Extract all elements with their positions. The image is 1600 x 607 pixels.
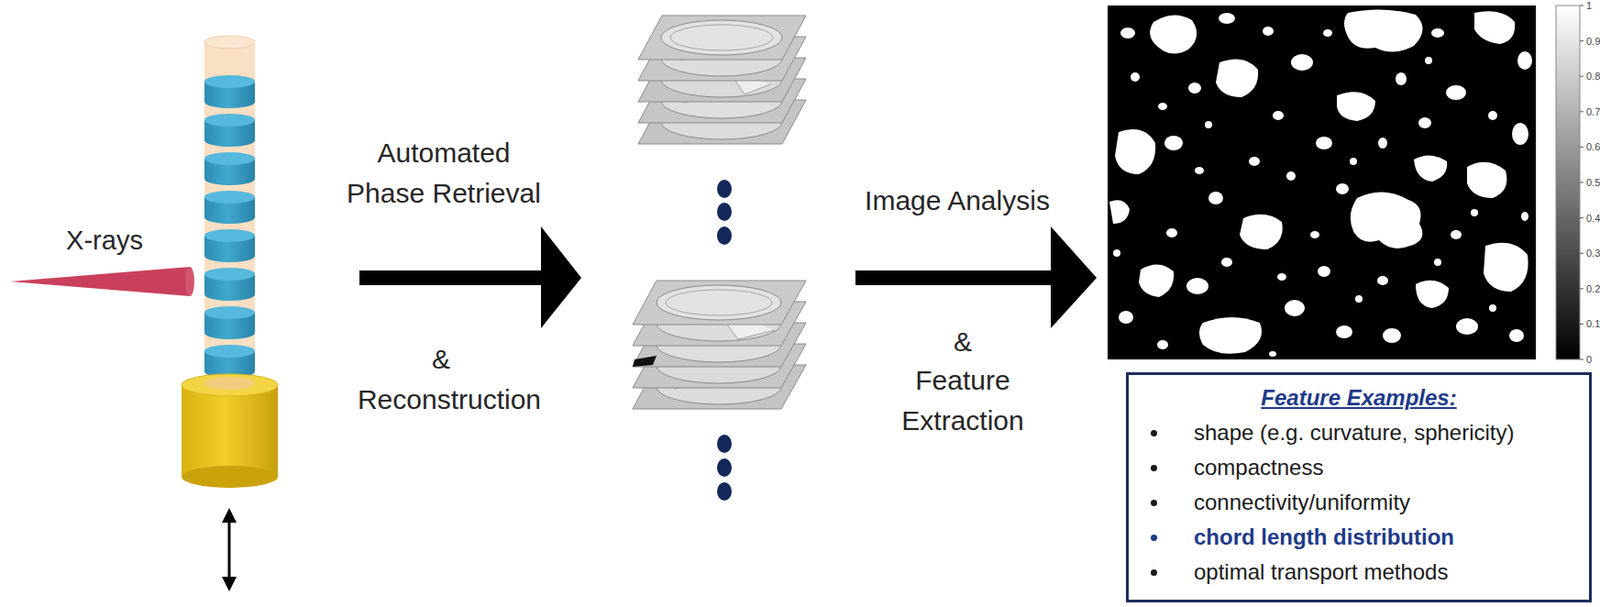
tick-label: 0.3 xyxy=(1586,247,1600,259)
process-label: & xyxy=(953,321,972,363)
ellipsis-dots xyxy=(717,434,732,501)
process-arrow xyxy=(855,226,1097,329)
slice-stack xyxy=(638,15,806,144)
bullet-dot xyxy=(1150,464,1158,472)
feature-text: compactness xyxy=(1193,454,1324,480)
process-label: Reconstruction xyxy=(357,379,541,420)
process-arrow xyxy=(359,226,582,329)
feature-box: Feature Examples: shape (e.g. curvature, … xyxy=(1125,372,1592,603)
feature-text: chord length distribution xyxy=(1193,524,1455,550)
bullet-dot xyxy=(1150,534,1158,541)
tick-label: 0.6 xyxy=(1586,141,1600,153)
feature-text: optimal transport methods xyxy=(1193,559,1448,585)
process-label: Automated Phase Retrieval xyxy=(339,132,549,214)
bullet-dot xyxy=(1150,569,1158,576)
feature-item: compactness xyxy=(1128,450,1589,486)
tick-label: 1 xyxy=(1586,0,1592,12)
feature-item: optimal transport methods xyxy=(1128,554,1589,590)
tick-label: 0.9 xyxy=(1586,35,1600,47)
tick-label: 0.5 xyxy=(1586,176,1600,188)
process-label: Feature Extraction xyxy=(880,360,1046,442)
feature-text: connectivity/uniformity xyxy=(1193,489,1411,515)
colorbar xyxy=(1555,5,1584,360)
feature-item: chord length distribution xyxy=(1128,519,1589,555)
feature-item: connectivity/uniformity xyxy=(1128,485,1589,520)
xray-beam xyxy=(10,266,195,297)
process-label: Image Analysis xyxy=(864,180,1050,221)
bullet-dot xyxy=(1150,430,1158,437)
tick-label: 0.2 xyxy=(1586,283,1600,295)
feature-text: shape (e.g. curvature, sphericity) xyxy=(1193,419,1515,445)
ellipsis-dots xyxy=(717,179,732,245)
box-heading: Feature Examples: xyxy=(1128,382,1589,414)
tick-label: 0.8 xyxy=(1586,70,1600,82)
tick-label: 0.1 xyxy=(1586,318,1600,330)
axis-label: X-rays xyxy=(66,220,144,261)
slice-stack xyxy=(632,280,806,409)
feature-item: shape (e.g. curvature, sphericity) xyxy=(1128,415,1589,451)
process-label: & xyxy=(431,339,451,380)
sample-column xyxy=(181,35,278,488)
bullet-dot xyxy=(1150,499,1158,507)
binary-image xyxy=(1107,5,1536,360)
tick-label: 0.4 xyxy=(1586,212,1600,224)
tick-label: 0.7 xyxy=(1586,106,1600,118)
motion-arrow xyxy=(221,507,237,592)
tick-label: 0 xyxy=(1586,353,1592,365)
